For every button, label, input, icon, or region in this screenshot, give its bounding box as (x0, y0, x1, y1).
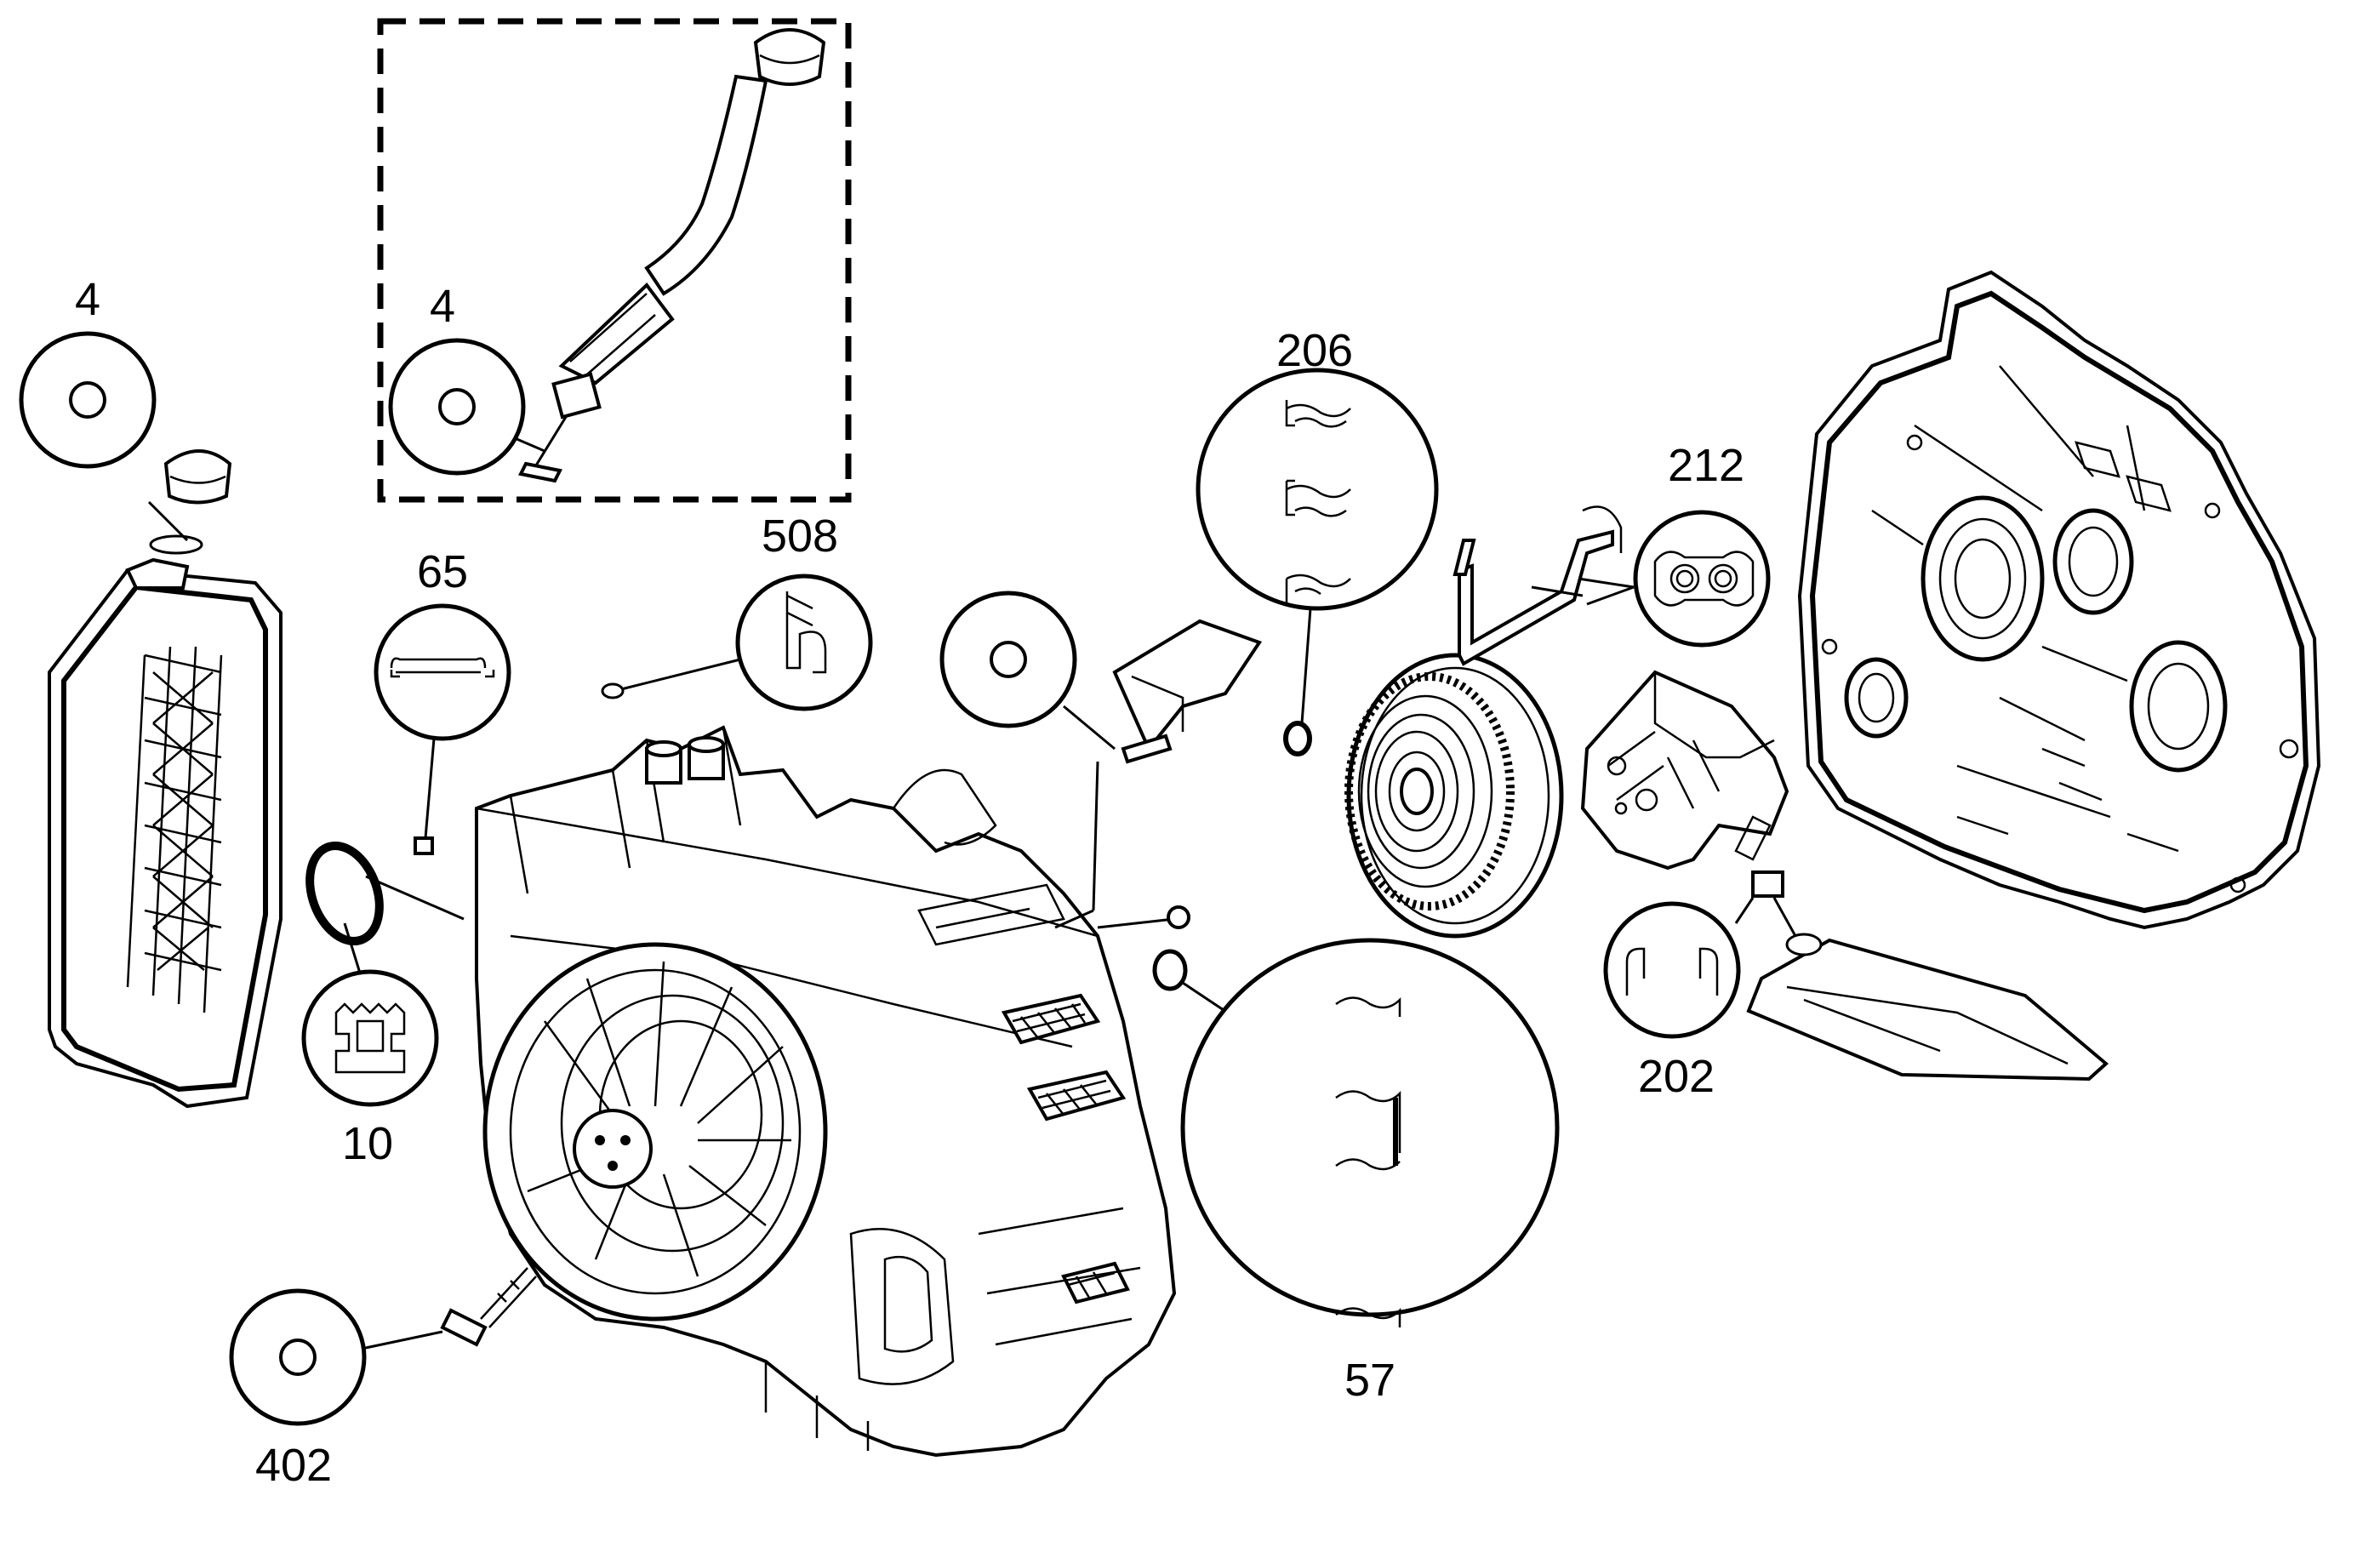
seal-part (1751, 870, 1784, 898)
seal-10-group: 10 (301, 841, 465, 1169)
fill-neck (125, 557, 190, 590)
seal-icon (1625, 947, 1719, 996)
cap-seal (149, 534, 203, 555)
drain-plug (440, 1308, 488, 1347)
callout-label-206: 206 (1276, 325, 1353, 376)
seal-icon (334, 1002, 406, 1074)
seal-callout-circle-206 (1196, 368, 1439, 611)
side-cover-outline (48, 568, 283, 1109)
bracket (1112, 619, 1263, 752)
callout-label-202: 202 (1638, 1051, 1715, 1102)
plug-402-group: 402 (229, 1267, 537, 1491)
gasket-icon (1653, 551, 1755, 607)
callout-label-65: 65 (417, 546, 468, 597)
seal-icon (1335, 996, 1401, 1327)
seal-508-group: 508 (601, 511, 873, 711)
clip-part (414, 836, 434, 855)
transmission-case (475, 725, 1190, 1458)
washer-icon (990, 641, 1027, 678)
seal-part (601, 682, 625, 699)
filter-neck (1785, 933, 1823, 956)
fill-tube (644, 74, 768, 296)
callout-label-4-inset: 4 (430, 281, 455, 332)
seal-icon (1285, 400, 1351, 428)
drive-motor (482, 942, 828, 1321)
small-bore (1844, 657, 1909, 739)
fill-tube-cap (753, 28, 826, 86)
fill-tube-funnel (558, 283, 675, 385)
sprocket-outer (1346, 653, 1564, 939)
fill-cap (163, 449, 232, 505)
washer-icon (69, 381, 106, 419)
callout-label-212: 212 (1668, 440, 1744, 491)
callout-label-10: 10 (342, 1118, 393, 1169)
seal-part (1152, 949, 1188, 991)
sprocket-assembly (1344, 505, 1635, 939)
sprocket-hub (1400, 768, 1434, 815)
callout-label-508: 508 (762, 511, 838, 562)
bracket-bolt (1121, 733, 1173, 764)
seal-callout-circle-57 (1180, 938, 1560, 1317)
callout-label-4-left: 4 (75, 274, 100, 325)
callout-label-57: 57 (1344, 1355, 1395, 1406)
side-cover-ribs (126, 646, 223, 1013)
side-cover: 4 (19, 274, 283, 1109)
seal-callout-circle-10 (301, 969, 439, 1107)
tube-collar (551, 372, 602, 420)
inset-dashed-frame (377, 18, 852, 503)
oil-filter (1746, 938, 2109, 1082)
motor-hub (573, 1109, 653, 1189)
gasket-callout-circle-212 (1633, 510, 1771, 648)
pump-module (1580, 670, 1789, 870)
seal-icon (785, 591, 827, 674)
seal-206-group: 206 (1196, 325, 1439, 756)
motor-outer (482, 942, 828, 1321)
clip-65-group: 65 (374, 546, 511, 855)
washer-54-group (939, 591, 1263, 929)
main-bore (1921, 495, 2045, 662)
seal-callout-circle-202 (1603, 901, 1741, 1039)
sprocket-teeth (1344, 672, 1515, 910)
upper-bore (2052, 508, 2134, 615)
washer-icon (438, 388, 476, 425)
seal-ring (305, 841, 384, 946)
fill-tube-inset: 4 (377, 18, 852, 503)
end-cover-outline (1797, 270, 2321, 930)
seal-202-group: 202 (1603, 870, 2109, 1102)
washer-icon (279, 1339, 317, 1376)
retaining-clip-icon (390, 657, 495, 678)
callout-label-402: 402 (255, 1440, 332, 1491)
gasket-212-group: 212 (1586, 440, 1771, 648)
end-cover (1797, 270, 2321, 930)
pump-body (1580, 670, 1789, 870)
hatched-panels (1001, 993, 1130, 1304)
pipe (1458, 529, 1614, 666)
seal-57-group: 57 (1152, 938, 1560, 1406)
seal-part (1283, 721, 1312, 756)
lower-bore (2129, 640, 2228, 773)
seal-callout-circle-508 (735, 574, 873, 711)
